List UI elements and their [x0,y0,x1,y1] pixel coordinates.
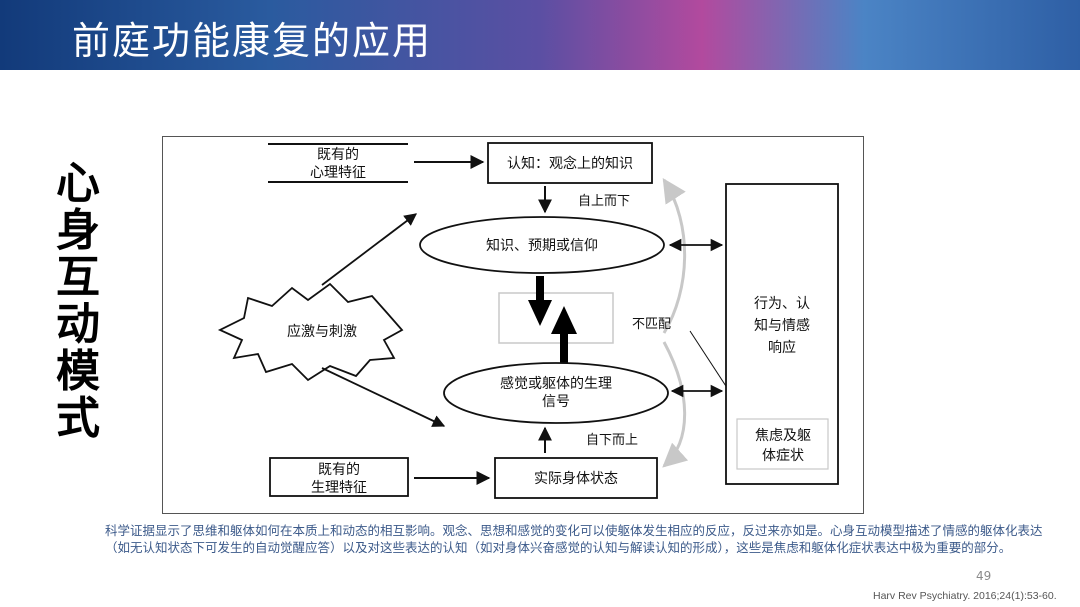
down-bold-arrow [528,276,552,326]
stress-starburst [217,282,404,382]
anxiety-line1: 焦虑及躯 [755,428,811,444]
cognition-label: 认知：观念上的知识 [507,155,633,172]
anxiety-box [736,418,829,470]
mismatch-label: 不匹配 [632,317,671,332]
response-line2: 知与情感 [754,317,810,334]
mismatch-curve-bottom [662,341,689,468]
bottom-up-label: 自下而上 [586,433,638,448]
page-title: 前庭功能康复的应用 [72,19,433,63]
side-title: 心身互动模式 [56,158,100,444]
anxiety-line2: 体症状 [762,448,804,464]
sensation-line1: 感觉或躯体的生理 [500,375,612,392]
top-down-label: 自上而下 [578,194,630,209]
existing-physio-box [269,457,409,497]
interaction-box [498,292,614,344]
sensation-ellipse [443,362,669,424]
knowledge-ellipse [419,216,665,274]
citation: Harv Rev Psychiatry. 2016;24(1):53-60. [873,590,1057,602]
existing-psych-line2: 心理特征 [310,165,366,181]
existing-physio-line2: 生理特征 [311,480,367,496]
body-state-box [494,457,658,499]
response-line1: 行为、认 [754,296,810,312]
arrow-stress-to-knowledge [321,213,418,286]
caption-text: 科学证据显示了思维和躯体如何在本质上和动态的相互影响。观念、思想和感觉的变化可以… [105,523,1043,555]
arrow-stress-to-sensation [321,367,446,427]
cognition-box [487,142,653,184]
stress-label: 应激与刺激 [287,323,357,340]
body-state-label: 实际身体状态 [534,471,618,487]
response-line3: 响应 [768,339,796,356]
up-bold-arrow [551,306,577,366]
header-banner: 前庭功能康复的应用 [0,0,1080,70]
sensation-line2: 信号 [542,394,570,410]
mismatch-curve-top [662,177,687,334]
existing-psych-box: 既有的 心理特征 [268,143,408,183]
existing-physio-line1: 既有的 [318,462,360,478]
page-number: 49 [976,569,992,583]
knowledge-label: 知识、预期或信仰 [486,237,598,254]
existing-psych-line1: 既有的 [317,147,359,163]
